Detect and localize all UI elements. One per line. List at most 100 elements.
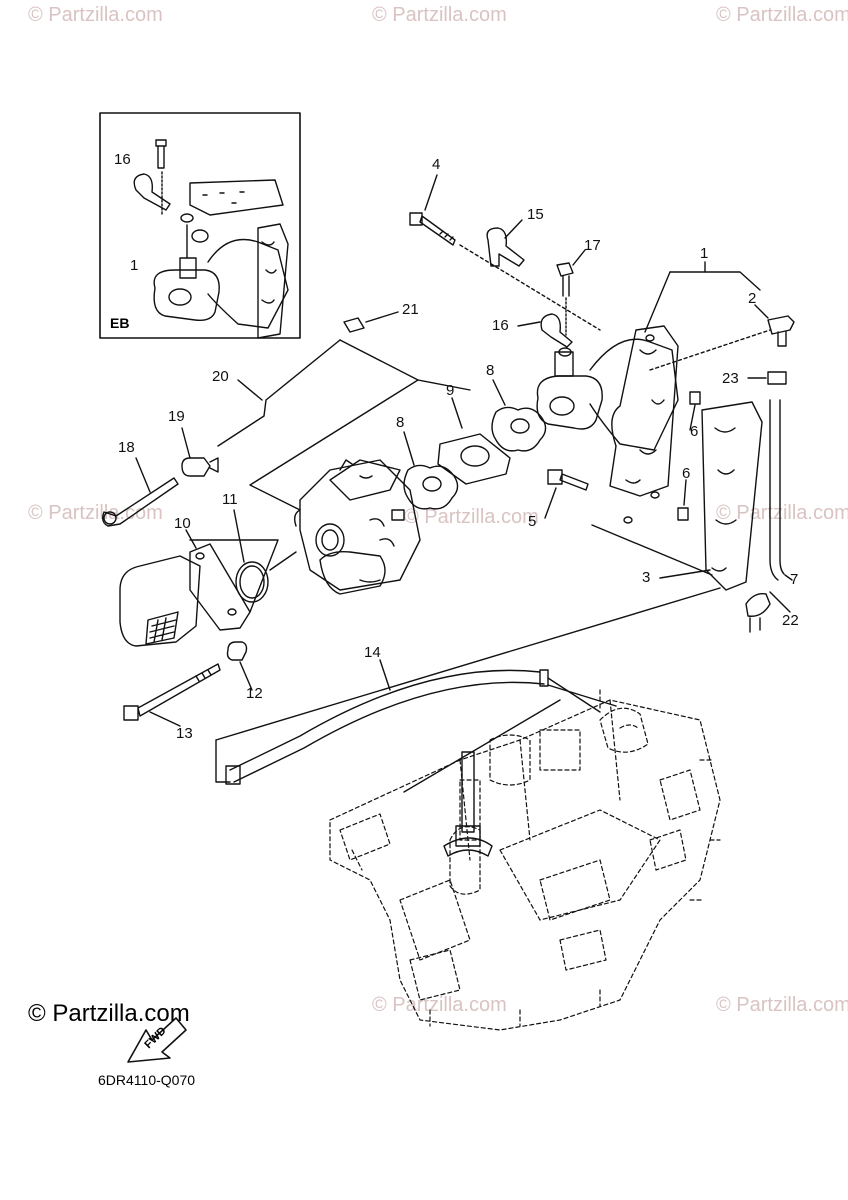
drawing-code: 6DR4110-Q070 [98, 1072, 196, 1088]
fitting-2 [767, 315, 795, 347]
leader-line [492, 379, 506, 406]
crankshaft [443, 751, 493, 857]
inset-bracket [189, 179, 284, 216]
bolt-4 [409, 212, 456, 246]
bolt-5 [547, 469, 589, 491]
callout-11[interactable]: 11 [222, 491, 238, 508]
callout-3[interactable]: 3 [642, 569, 651, 586]
inset-oring [191, 229, 209, 243]
silencer-hole [195, 552, 205, 560]
spacer-hole [460, 445, 490, 467]
link-rod-20 [217, 339, 341, 447]
inset-washer [180, 213, 194, 223]
oring-11-inner [239, 565, 265, 599]
inset-bolt [155, 139, 167, 169]
callout-14[interactable]: 14 [364, 644, 381, 661]
callout-16[interactable]: 16 [492, 317, 509, 334]
clamp-15 [486, 227, 525, 267]
silencer-flange [189, 543, 251, 631]
inset-box [99, 112, 301, 339]
leader-line [769, 591, 791, 613]
callout-5[interactable]: 5 [528, 513, 537, 530]
hose-14 [229, 669, 545, 783]
callout-21[interactable]: 21 [402, 301, 419, 318]
callout-9[interactable]: 9 [446, 382, 455, 399]
callout-8[interactable]: 8 [396, 414, 405, 431]
callout-17[interactable]: 17 [584, 237, 601, 254]
leader-line [784, 574, 793, 581]
leader-line [517, 321, 541, 327]
leader-line [181, 427, 191, 459]
bolt-13 [123, 663, 221, 721]
engine-leader [403, 684, 617, 793]
watermark: © Partzilla.com [404, 506, 539, 528]
inset-manifold [153, 269, 220, 322]
carburetor [299, 459, 421, 591]
leader-line [754, 304, 769, 319]
watermark: © Partzilla.com [28, 4, 163, 26]
inset-label: EB [110, 315, 130, 331]
callout-6[interactable]: 6 [690, 423, 699, 440]
spacer-9 [437, 433, 511, 485]
callout-19[interactable]: 19 [168, 408, 185, 425]
hose-14-end [225, 669, 549, 785]
fwd-arrow-icon [127, 1017, 187, 1063]
manifold-holes [625, 349, 665, 484]
inset-callout-16[interactable]: 16 [114, 151, 131, 168]
link-clip-21 [343, 317, 365, 333]
hose-14-bracket [215, 587, 721, 783]
callout-13[interactable]: 13 [176, 725, 193, 742]
callout-4[interactable]: 4 [432, 156, 441, 173]
gasket-8-hole [422, 476, 442, 492]
manifold-bolt-hole [645, 334, 655, 342]
callout-7[interactable]: 7 [790, 571, 799, 588]
hose-7 [769, 399, 785, 581]
leader-line [403, 431, 415, 466]
callout-10[interactable]: 10 [174, 515, 191, 532]
watermark: © Partzilla.com [372, 4, 507, 26]
watermark: © Partzilla.com [716, 994, 848, 1016]
leader-line [669, 271, 761, 291]
assembly-outline [249, 379, 713, 576]
leader-line [379, 659, 391, 691]
manifold-body [554, 338, 679, 451]
dowel-pin-6 [677, 507, 689, 521]
callout-2[interactable]: 2 [748, 290, 757, 307]
leader-line [189, 539, 279, 613]
bushing-12 [226, 641, 248, 661]
leader-line [544, 487, 557, 519]
gasket-8-hole [510, 418, 530, 434]
callout-12[interactable]: 12 [246, 685, 263, 702]
leader-line [365, 311, 399, 323]
inset-gasket [257, 223, 289, 339]
leader-line [339, 339, 419, 381]
leader-line [689, 404, 696, 431]
inset-manifold-body [179, 238, 289, 329]
callout-6[interactable]: 6 [682, 465, 691, 482]
callout-20[interactable]: 20 [212, 368, 229, 385]
callout-15[interactable]: 15 [527, 206, 544, 223]
callout-8[interactable]: 8 [486, 362, 495, 379]
leader-line-13 [149, 711, 181, 727]
carburetor-throat-inner [321, 529, 339, 551]
inset-manifold-port [168, 288, 192, 306]
leader-line [683, 479, 687, 506]
silencer-mesh-lines [149, 617, 177, 643]
manifold-port [549, 396, 575, 416]
inset-callout-1[interactable]: 1 [130, 257, 139, 274]
oring-11 [235, 561, 269, 603]
callout-22[interactable]: 22 [782, 612, 799, 629]
leader-line [572, 249, 586, 266]
callout-1[interactable]: 1 [700, 245, 709, 262]
leader-line [185, 529, 197, 549]
inset-clamp [133, 173, 171, 211]
callout-18[interactable]: 18 [118, 439, 135, 456]
dashed-leader [459, 244, 601, 331]
gasket-holes [711, 427, 737, 572]
clamp-16 [540, 313, 573, 348]
leader-line [233, 509, 245, 563]
watermark: © Partzilla.com [716, 4, 848, 26]
callout-23[interactable]: 23 [722, 370, 739, 387]
leader-line [239, 661, 253, 691]
